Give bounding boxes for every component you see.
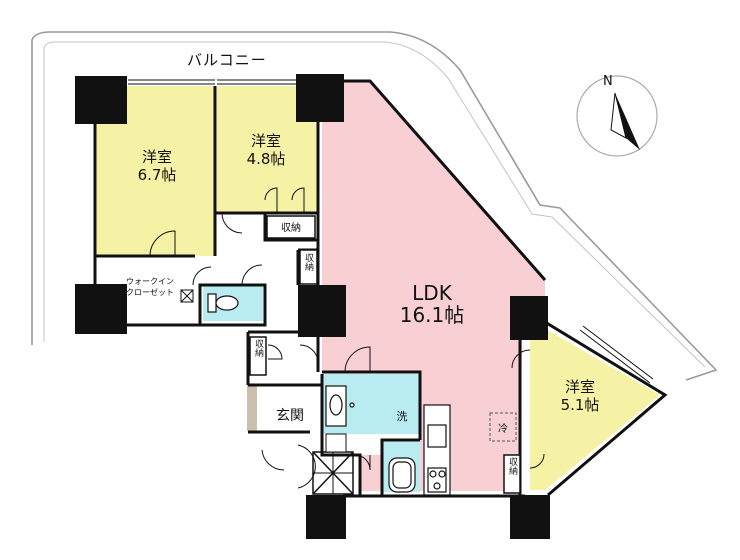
balcony-label: バルコニー [187,51,267,69]
fridge-space [489,412,517,442]
balcony-outline-inner [43,41,706,368]
ldk-name: LDK [412,281,453,305]
western-room-3-fill [530,320,660,490]
storage-label-3: 収納 [253,338,264,358]
western-room-1-fill [95,86,215,256]
walkin-closet-label-2: クローゼット [126,287,174,297]
door-swings [149,187,545,489]
western-room-1-size: 6.7帖 [138,166,177,184]
western-room-1-name: 洋室 [142,148,172,166]
western-room-2-size: 4.8帖 [247,150,286,168]
compass-circle [576,75,658,157]
western-room-3-name: 洋室 [565,378,595,396]
kitchen-counter [423,404,451,496]
compass-arrow-icon [615,93,640,150]
compass: N [576,74,658,157]
closet-rail [180,289,194,303]
compass-north-label: N [603,74,613,89]
walkin-closet-label-1: ウォークイン [126,277,174,286]
ldk-fill [322,80,545,491]
compass-arrow-outline [610,92,627,139]
washer-space [325,433,347,453]
toilet-icon [207,293,239,313]
windows [128,79,654,384]
pillars [75,74,550,539]
entrance-label: 玄関 [276,407,304,424]
shoe-cabinet [312,451,354,495]
storage-label-1: 収納 [281,221,301,234]
balcony-outline [31,31,718,381]
wash-label: 洗 [397,410,408,423]
storage-label-2: 収納 [303,252,314,272]
storage-boxes [249,215,521,494]
wash-basin-icon [325,385,355,427]
bathtub-icon [388,457,416,493]
entrance-floor [247,385,257,431]
western-room-3-size: 5.1帖 [561,396,600,414]
fridge-label: 冷 [498,422,508,435]
storage-label-4: 収納 [507,456,518,476]
ldk-size: 16.1帖 [400,303,465,327]
western-room-2-fill [217,86,318,213]
western-room-2-name: 洋室 [251,132,281,150]
